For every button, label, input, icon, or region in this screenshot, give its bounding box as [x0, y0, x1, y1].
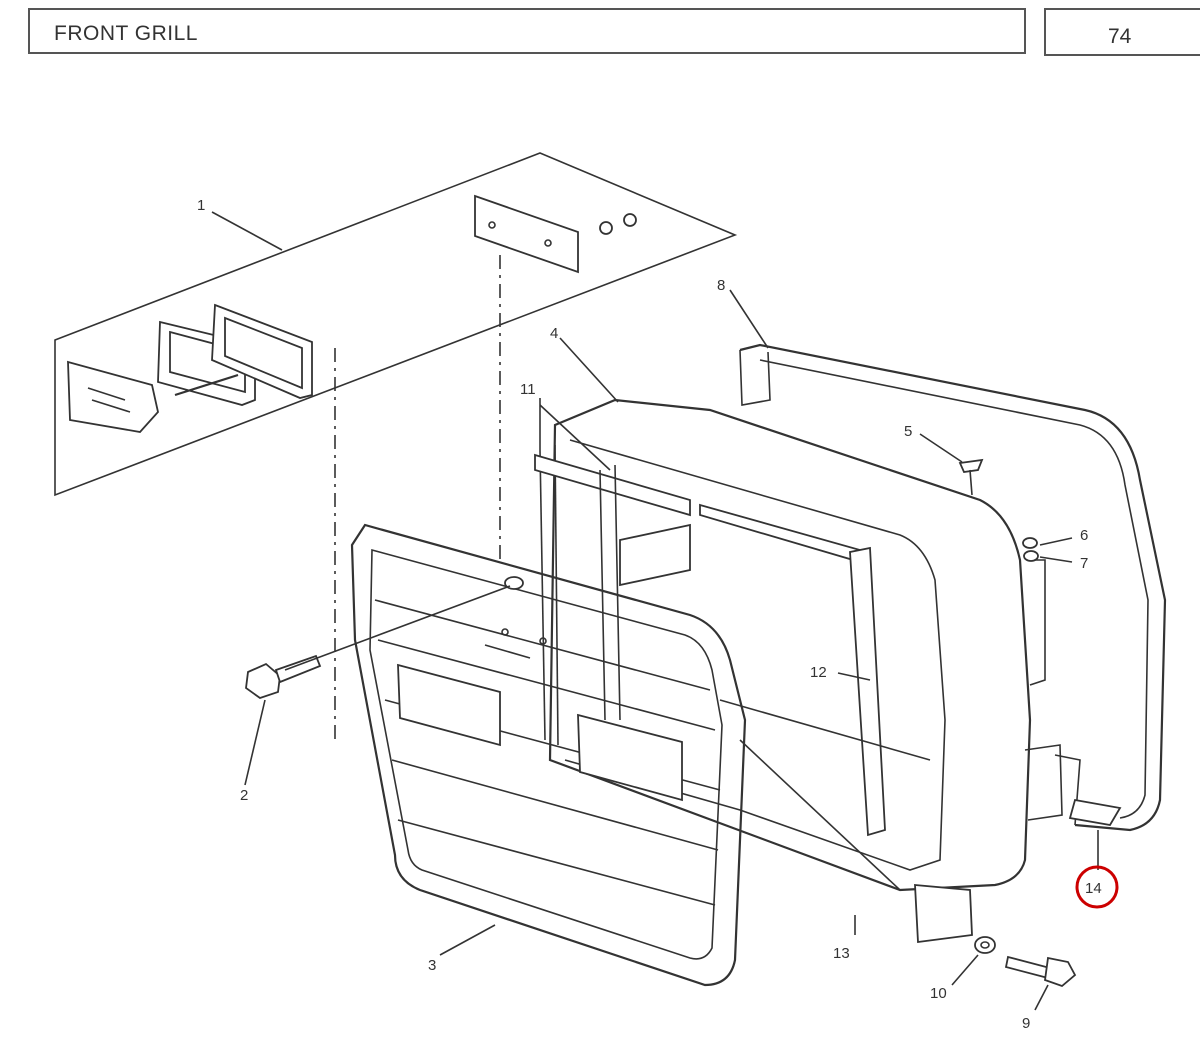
callout-7: 7 — [1080, 555, 1088, 572]
part-2-bolt — [244, 585, 511, 786]
part-3-front-grill — [350, 523, 747, 987]
callout-6: 6 — [1080, 527, 1088, 544]
callout-8: 8 — [717, 277, 725, 294]
part-6-7-nuts — [1022, 537, 1073, 563]
part-10-washer — [951, 936, 996, 986]
page-title: FRONT GRILL — [54, 22, 198, 45]
part-9-bolt — [1004, 955, 1077, 1011]
part-8-grill-shroud — [739, 343, 1167, 832]
callout-2: 2 — [240, 787, 248, 804]
part-1-kit-enclosure — [54, 152, 738, 740]
callout-1: 1 — [197, 197, 205, 214]
callout-13: 13 — [833, 945, 850, 962]
title-box: FRONT GRILL — [28, 8, 1026, 54]
callout-11: 11 — [520, 381, 536, 398]
callout-14: 14 — [1085, 880, 1102, 897]
leader-lines — [211, 211, 1099, 956]
part-4-inner-frame — [534, 398, 1122, 944]
callout-10: 10 — [930, 985, 947, 1002]
part-5-screw — [919, 433, 984, 496]
page-number: 74 — [1108, 25, 1132, 48]
callout-9: 9 — [1022, 1015, 1030, 1032]
callout-5: 5 — [904, 423, 912, 440]
callout-3: 3 — [428, 957, 436, 974]
page-number-box: 74 — [1044, 8, 1200, 56]
highlight-circle-part-14 — [1075, 865, 1119, 909]
callout-4: 4 — [550, 325, 558, 342]
callout-12: 12 — [810, 664, 827, 681]
